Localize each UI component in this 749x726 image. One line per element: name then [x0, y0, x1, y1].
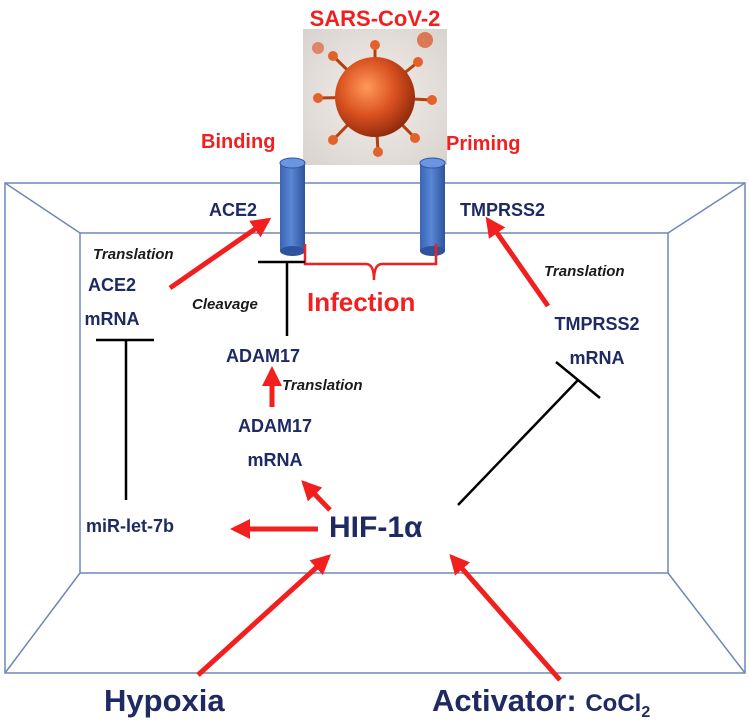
activator-label: Activator: CoCl2	[432, 685, 650, 721]
activator-to-hif-arrow	[449, 553, 562, 682]
cleavage-label: Cleavage	[192, 296, 258, 313]
priming-label: Priming	[446, 133, 521, 155]
virus-image	[303, 29, 447, 165]
ace2-translation-arrow	[168, 217, 272, 291]
tmprss2-mrna-line2: mRNA	[569, 348, 625, 368]
hif-inhibits-tmprss2-mrna	[457, 361, 601, 506]
ace2-receptor	[279, 157, 306, 256]
ace2-mrna-line1: ACE2	[87, 275, 136, 295]
ace2-label: ACE2	[209, 200, 258, 220]
cocl2-base: CoCl	[585, 690, 642, 717]
activator-text: Activator:	[432, 683, 577, 718]
adam17-cleaves-ace2	[258, 260, 305, 336]
tmprss2-translation-arrow	[485, 216, 551, 308]
ace2-mrna-line2: mRNA	[84, 309, 140, 329]
cell-frame	[4, 182, 746, 674]
tmprss2-receptor	[419, 157, 446, 256]
adam17-translation-label: Translation	[282, 377, 363, 394]
activation-arrows	[168, 216, 562, 682]
ace2-translation-label: Translation	[93, 246, 174, 263]
tmprss2-translation-label: Translation	[544, 263, 625, 280]
adam17-mrna-line2: mRNA	[247, 450, 303, 470]
inhibition-lines	[96, 260, 601, 506]
adam17-label: ADAM17	[226, 346, 301, 366]
hypoxia-label: Hypoxia	[104, 683, 225, 718]
virus-title: SARS-CoV-2	[309, 6, 441, 31]
infection-bracket	[303, 244, 438, 281]
mir-inhibits-ace2-mrna	[96, 338, 154, 500]
hif-to-adam17-mrna-arrow	[301, 480, 332, 512]
tmprss2-mrna-line1: TMPRSS2	[554, 314, 640, 334]
infection-label: Infection	[307, 287, 416, 317]
hypoxia-to-hif-arrow	[196, 554, 331, 677]
mir-let7b-label: miR-let-7b	[86, 516, 175, 536]
tmprss2-label: TMPRSS2	[460, 200, 546, 220]
cocl2-label: CoCl2	[585, 690, 650, 721]
cocl2-subscript: 2	[641, 703, 651, 721]
adam17-mrna-line1: ADAM17	[237, 416, 312, 436]
hif1a-label: HIF-1α	[329, 511, 423, 544]
binding-label: Binding	[201, 131, 276, 153]
